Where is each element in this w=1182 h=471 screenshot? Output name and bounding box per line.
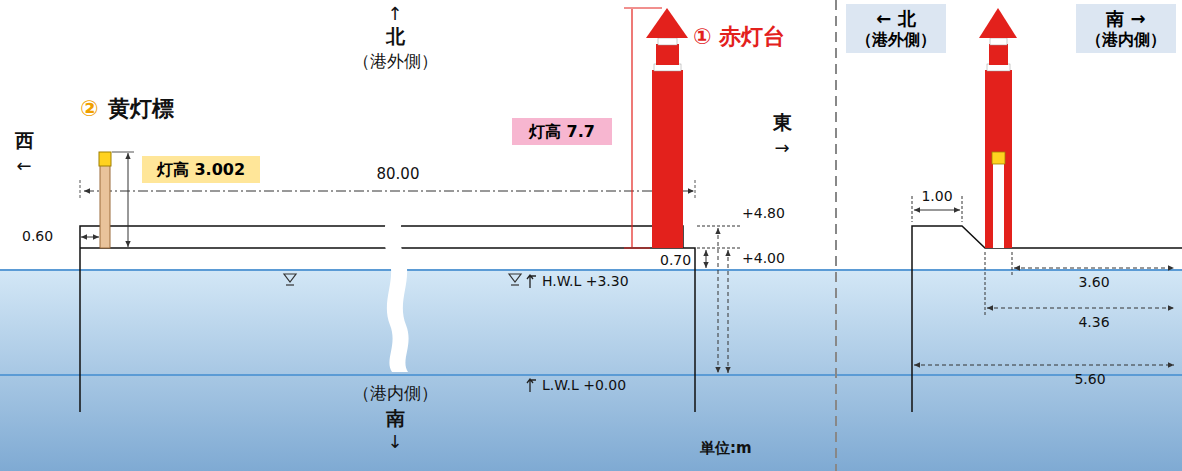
yellow-beacon-post: [100, 165, 110, 248]
extension-line: [112, 152, 134, 153]
dimension-line: [81, 237, 99, 238]
box-text: 灯高 3.002: [150, 160, 252, 179]
box-text: （港外側）: [854, 30, 938, 49]
dimension-line: [697, 226, 740, 373]
direction-box: ← 北（港外側）: [846, 4, 946, 53]
red-lighthouse: [646, 8, 688, 248]
direction-arrow: ↓: [387, 432, 402, 453]
side-label: （港内側）: [353, 384, 438, 404]
part-name: ① 赤灯台: [693, 24, 785, 49]
water-level-label: L.W.L +0.00: [542, 377, 626, 393]
dimension-value: 4.36: [1078, 314, 1109, 330]
elevation-value: +4.00: [742, 250, 785, 266]
dimension-value: 0.70: [660, 252, 691, 268]
dimension-value: 80.00: [377, 166, 420, 183]
direction-arrow: ←: [16, 156, 31, 177]
direction-arrow: →: [774, 138, 789, 159]
dimension-line: [128, 153, 129, 247]
break-mark: [383, 196, 409, 372]
sea-water: [0, 270, 1182, 471]
direction-label: 南: [386, 408, 405, 430]
level-marker: [527, 275, 536, 392]
extension-line: [80, 180, 81, 200]
callout-number: ②: [80, 96, 99, 121]
dimension-value: 0.60: [22, 228, 53, 244]
box-text: 南 →: [1084, 8, 1168, 30]
dimension-value: 3.60: [1078, 274, 1109, 290]
yellow-beacon-light: [99, 152, 111, 166]
unit-note: 単位:m: [700, 440, 752, 457]
box-text: 灯高 7.7: [520, 122, 604, 141]
dimension-value: 5.60: [1074, 371, 1105, 387]
low-water-line: [0, 374, 1182, 376]
box-text: ← 北: [854, 8, 938, 30]
high-water-line: [0, 269, 1182, 271]
elevation-value: +4.80: [742, 205, 785, 221]
direction-arrow: ↑: [387, 4, 402, 25]
part-name: 黄灯標: [108, 96, 174, 121]
breakwater-section: [912, 226, 1182, 412]
water-level-label: H.W.L +3.30: [542, 273, 629, 289]
direction-label: 東: [773, 112, 792, 134]
extension-line: [695, 180, 696, 200]
dimension-line: [84, 191, 694, 192]
direction-label: 西: [15, 130, 34, 152]
side-label: （港外側）: [353, 52, 438, 72]
red-lighthouse-side: [979, 8, 1017, 248]
height-label-box: 灯高 3.002: [142, 156, 260, 183]
dimension-line: [631, 9, 632, 247]
extension-line: [624, 8, 662, 9]
box-text: （港内側）: [1084, 30, 1168, 49]
direction-label: 北: [386, 26, 405, 48]
dimension-value: 1.00: [921, 188, 952, 204]
height-label-box: 灯高 7.7: [512, 118, 612, 145]
extension-line: [624, 248, 650, 249]
dimension-line: [912, 196, 1174, 365]
direction-box: 南 →（港内側）: [1076, 4, 1176, 53]
divider-line: [835, 0, 837, 471]
